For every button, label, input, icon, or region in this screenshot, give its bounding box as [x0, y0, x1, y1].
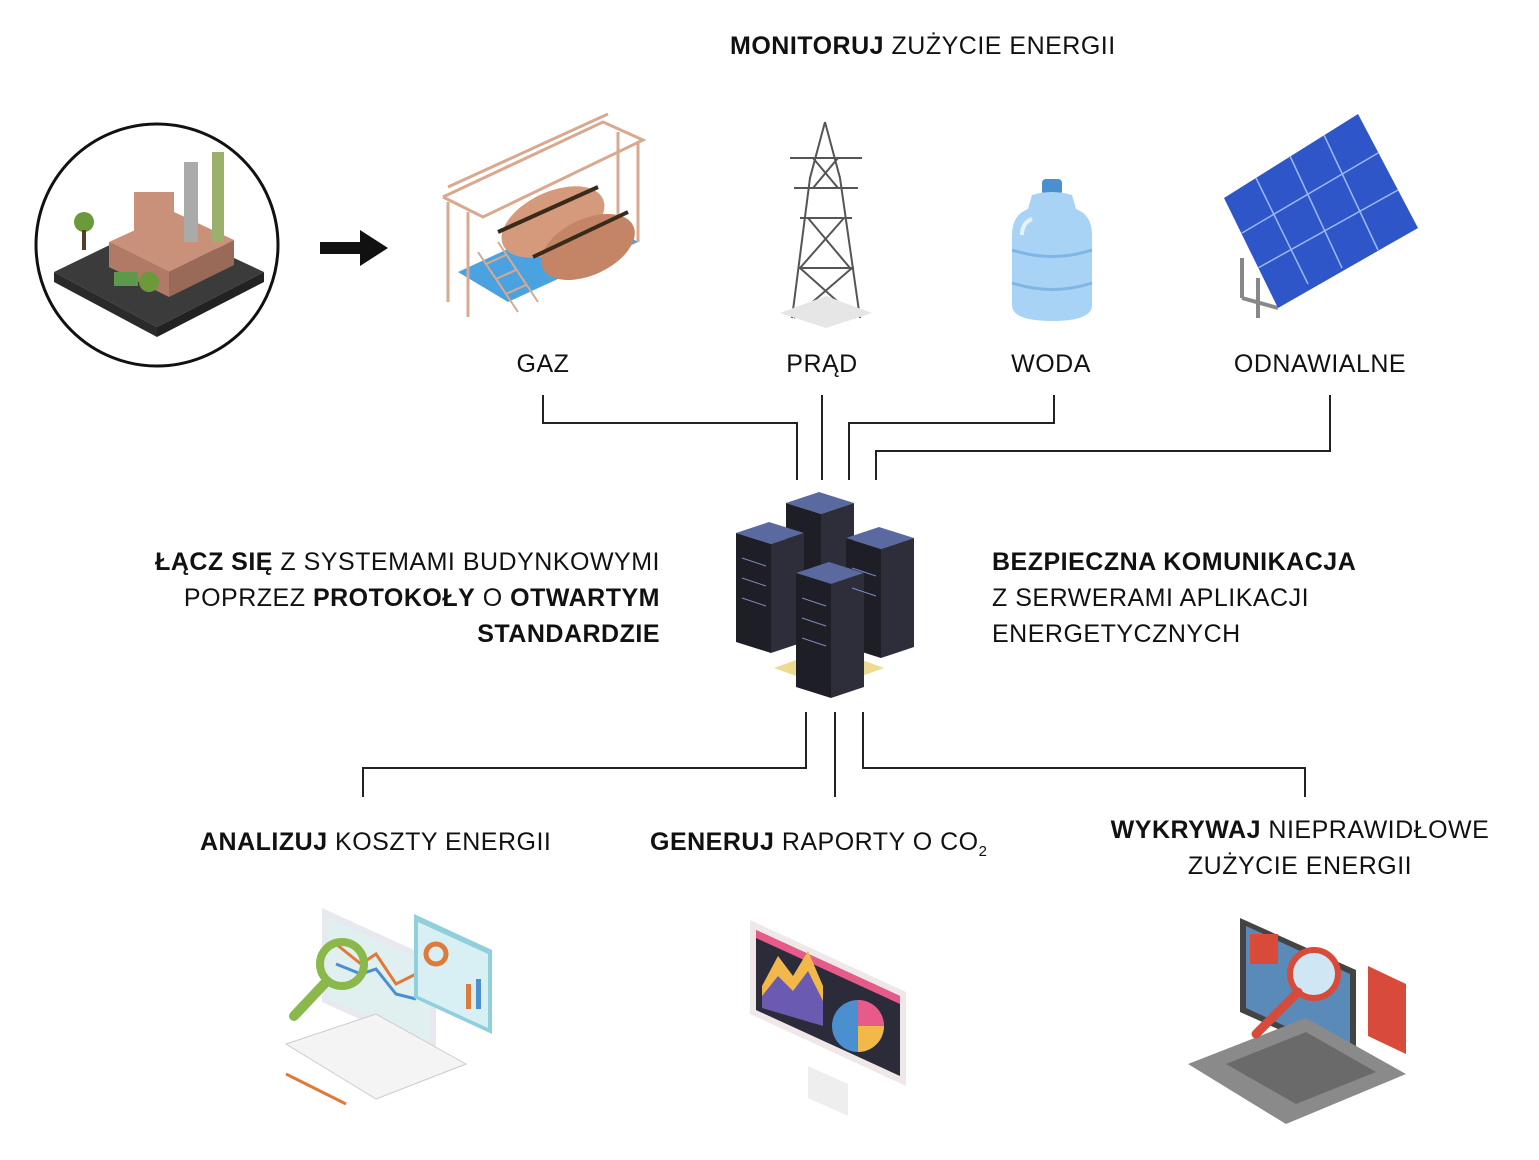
left-line-1: ŁĄCZ SIĘ Z SYSTEMAMI BUDYNKOWYMI — [155, 548, 660, 576]
arrow-right-icon — [318, 228, 390, 268]
laptop-magnifier-icon — [1186, 914, 1408, 1126]
source-label-gaz: GAZ — [516, 350, 570, 378]
water-bottle-icon — [1002, 175, 1102, 325]
output-label-analyze: ANALIZUJ KOSZTY ENERGII — [200, 828, 552, 856]
right-line-2: Z SERWERAMI APLIKACJI — [992, 584, 1310, 612]
connector-woda — [848, 395, 1055, 480]
left-line-3: STANDARDZIE — [477, 620, 660, 648]
report-monitor-icon — [748, 916, 908, 1116]
connector-detect — [862, 712, 1306, 797]
connector-gaz — [542, 395, 798, 480]
detect-line-1: WYKRYWAJ NIEPRAWIDŁOWE — [1110, 816, 1490, 844]
source-label-woda: WODA — [1011, 350, 1091, 378]
factory-icon — [34, 122, 280, 368]
right-description: BEZPIECZNA KOMUNIKACJA Z SERWERAMI APLIK… — [992, 544, 1356, 652]
connector-odnawialne — [875, 395, 1331, 480]
solar-panel-icon — [1218, 108, 1424, 328]
connector-analyze — [362, 712, 807, 797]
gas-tanks-icon — [438, 112, 652, 326]
page-title: MONITORUJ ZUŻYCIE ENERGII — [730, 32, 1116, 60]
source-label-prad: PRĄD — [786, 350, 858, 378]
right-line-3: ENERGETYCZNYCH — [992, 620, 1241, 648]
source-label-odnawialne: ODNAWIALNE — [1233, 350, 1407, 378]
left-description: ŁĄCZ SIĘ Z SYSTEMAMI BUDYNKOWYMI POPRZEZ… — [80, 544, 660, 652]
output-label-detect: WYKRYWAJ NIEPRAWIDŁOWE ZUŻYCIE ENERGII — [1090, 812, 1510, 884]
server-rack-icon — [734, 488, 924, 700]
right-line-1: BEZPIECZNA KOMUNIKACJA — [992, 548, 1357, 576]
analytics-monitor-icon — [266, 904, 498, 1116]
output-label-generate: GENERUJ RAPORTY O CO2 — [650, 828, 988, 860]
detect-line-2: ZUŻYCIE ENERGII — [1187, 852, 1413, 880]
power-pylon-icon — [770, 118, 882, 328]
left-line-2: POPRZEZ PROTOKOŁY O OTWARTYM — [183, 584, 660, 612]
